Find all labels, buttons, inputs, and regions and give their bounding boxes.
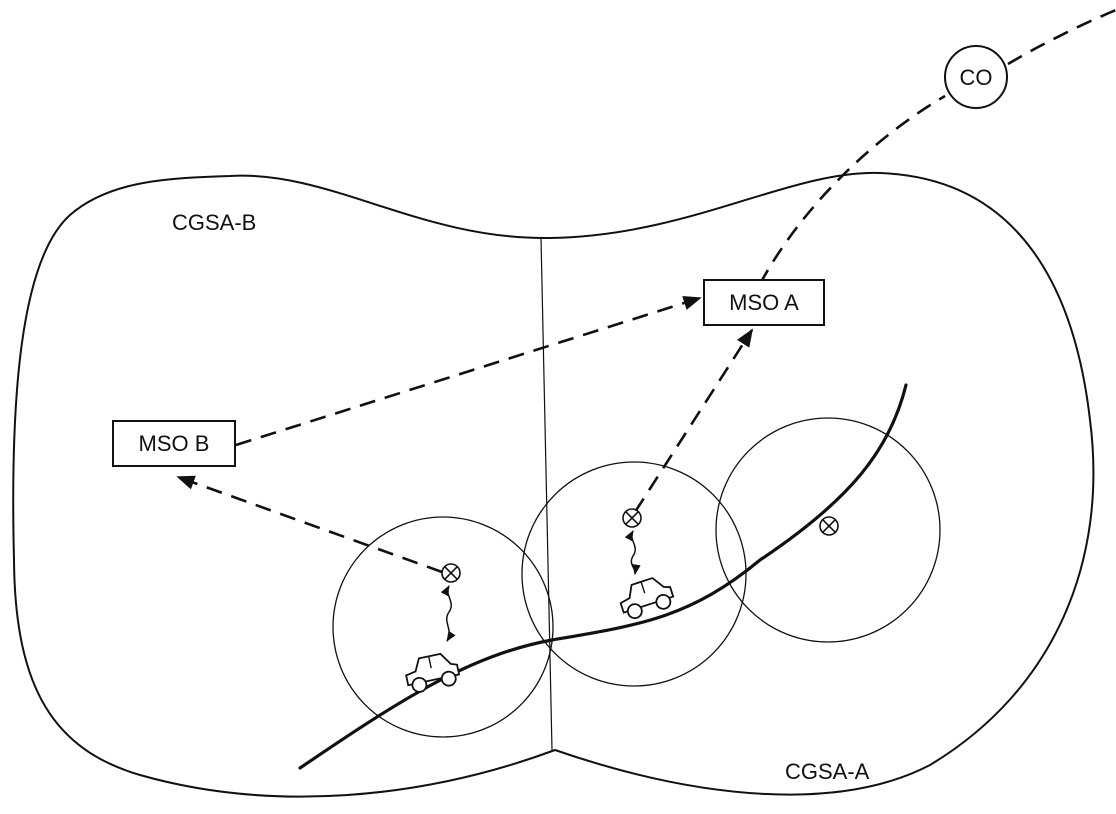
mso-b-label: MSO B xyxy=(139,431,210,456)
region-boundary xyxy=(540,237,553,751)
co-label: CO xyxy=(960,65,993,90)
co-to-mso-a-trunk xyxy=(758,94,946,285)
cell-site-to-mso-b-link xyxy=(176,475,443,574)
mso-b-node: MSO B xyxy=(112,420,236,467)
highway xyxy=(298,383,908,770)
radio-link xyxy=(440,585,456,642)
co-to-offsite-trunk xyxy=(1007,8,1116,66)
mso-b-to-mso-a-link xyxy=(235,296,702,447)
service-area-outline xyxy=(12,171,1095,798)
cell-site-to-mso-a-link xyxy=(633,328,754,513)
central-office-node: CO xyxy=(944,45,1008,109)
mso-a-node: MSO A xyxy=(703,279,825,326)
cgsa-b-label: CGSA-B xyxy=(172,210,256,235)
mobile-vehicle-icon xyxy=(619,577,675,620)
cell-site-icon xyxy=(622,508,642,528)
radio-link xyxy=(624,530,641,576)
mso-a-label: MSO A xyxy=(729,290,799,315)
cell-site-icon xyxy=(819,516,839,536)
cgsa-a-label: CGSA-A xyxy=(785,759,870,784)
mobile-vehicle-icon xyxy=(405,652,461,693)
cell-site-icon xyxy=(441,563,461,583)
cell-coverage-circle xyxy=(332,516,554,738)
cell-coverage-circle xyxy=(715,417,941,643)
cell-coverage-circle xyxy=(521,461,747,687)
